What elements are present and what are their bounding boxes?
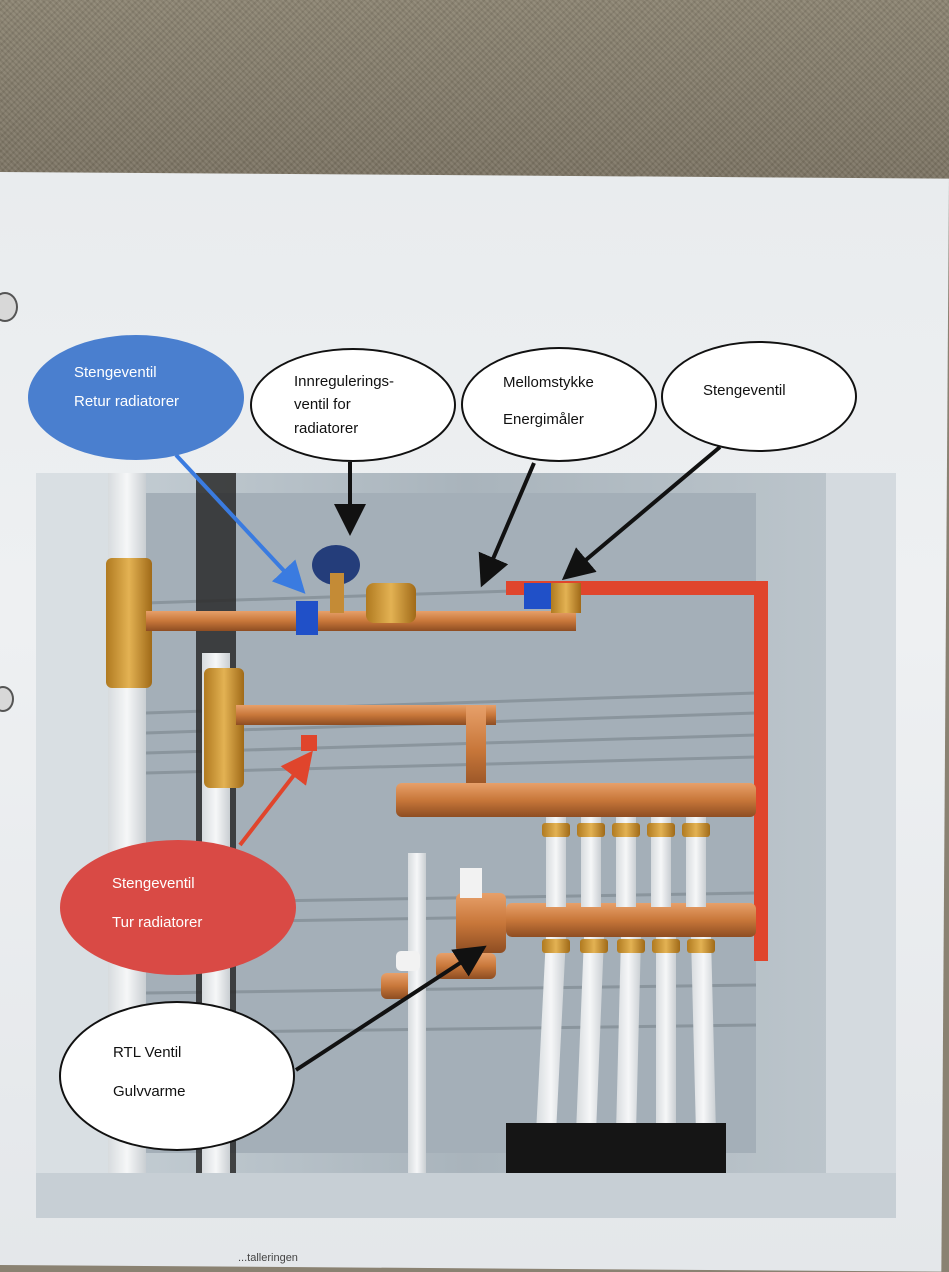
callout-line: Stengeventil <box>703 382 786 399</box>
callout-stengeventil: Stengeventil <box>661 341 857 452</box>
callout-line: ventil for <box>294 396 351 414</box>
callout-line: RTL Ventil <box>113 1044 182 1061</box>
carpet-background <box>0 0 949 180</box>
callout-line: Gulvvarme <box>113 1082 186 1100</box>
callout-line: Innregulerings- <box>294 373 395 390</box>
callout-mellomstykke: Mellomstykke Energimåler <box>461 347 657 462</box>
footer-text: ...talleringen <box>238 1252 298 1264</box>
binder-ring-middle <box>0 686 14 712</box>
callout-rtl-ventil: RTL Ventil Gulvvarme <box>59 1001 295 1151</box>
callout-line: Tur radiatorer <box>112 913 203 931</box>
callout-innregulering: Innregulerings- ventil for radiatorer <box>250 348 456 462</box>
binder-ring-top <box>0 292 18 322</box>
callout-line: Stengeventil <box>112 875 195 892</box>
callout-line: Mellomstykke <box>503 374 594 391</box>
callout-line: radiatorer <box>294 419 359 437</box>
callout-stengeventil-retur: Stengeventil Retur radiatorer <box>28 335 244 460</box>
callout-line: Retur radiatorer <box>74 392 180 410</box>
callout-line: Energimåler <box>503 410 584 428</box>
callout-line: Stengeventil <box>74 364 157 381</box>
callout-stengeventil-tur: Stengeventil Tur radiatorer <box>60 840 296 975</box>
